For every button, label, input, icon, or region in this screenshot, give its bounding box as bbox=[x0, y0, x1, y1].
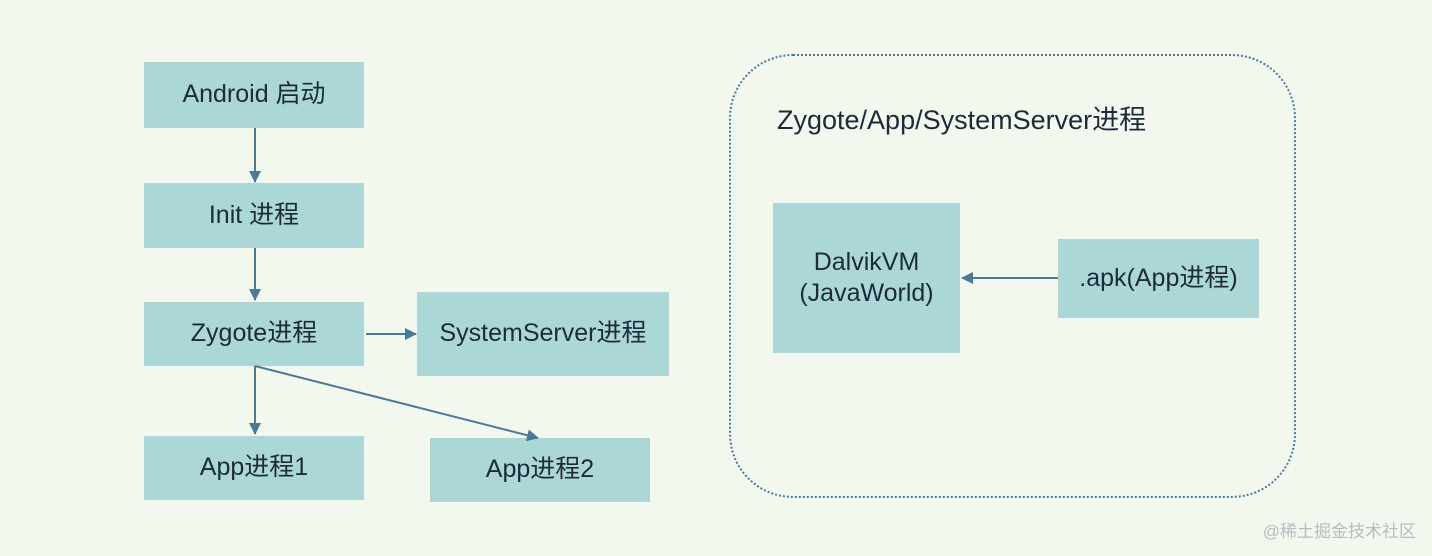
node-zygote-process: Zygote进程 bbox=[144, 302, 364, 366]
node-label: Android 启动 bbox=[182, 80, 326, 109]
node-label: .apk(App进程) bbox=[1079, 263, 1238, 292]
process-container bbox=[729, 54, 1296, 498]
node-apk: .apk(App进程) bbox=[1058, 239, 1259, 318]
node-app-process-2: App进程2 bbox=[430, 438, 650, 502]
node-label: Init 进程 bbox=[208, 200, 300, 229]
node-init-process: Init 进程 bbox=[144, 183, 364, 248]
node-app-process-1: App进程1 bbox=[144, 436, 364, 500]
node-label: SystemServer进程 bbox=[439, 319, 647, 348]
node-label: App进程2 bbox=[485, 455, 595, 484]
container-title: Zygote/App/SystemServer进程 bbox=[777, 105, 1147, 135]
node-systemserver-process: SystemServer进程 bbox=[417, 292, 669, 376]
watermark: @稀土掘金技术社区 bbox=[1262, 522, 1416, 541]
node-label-line1: DalvikVM bbox=[813, 247, 920, 276]
node-label: Zygote进程 bbox=[190, 319, 318, 348]
node-label: App进程1 bbox=[199, 453, 309, 482]
node-android-boot: Android 启动 bbox=[144, 62, 364, 128]
node-label-line2: (JavaWorld) bbox=[799, 279, 934, 307]
node-dalvikvm: DalvikVM (JavaWorld) bbox=[773, 203, 960, 353]
arrow-zygote-to-app2 bbox=[254, 365, 539, 442]
